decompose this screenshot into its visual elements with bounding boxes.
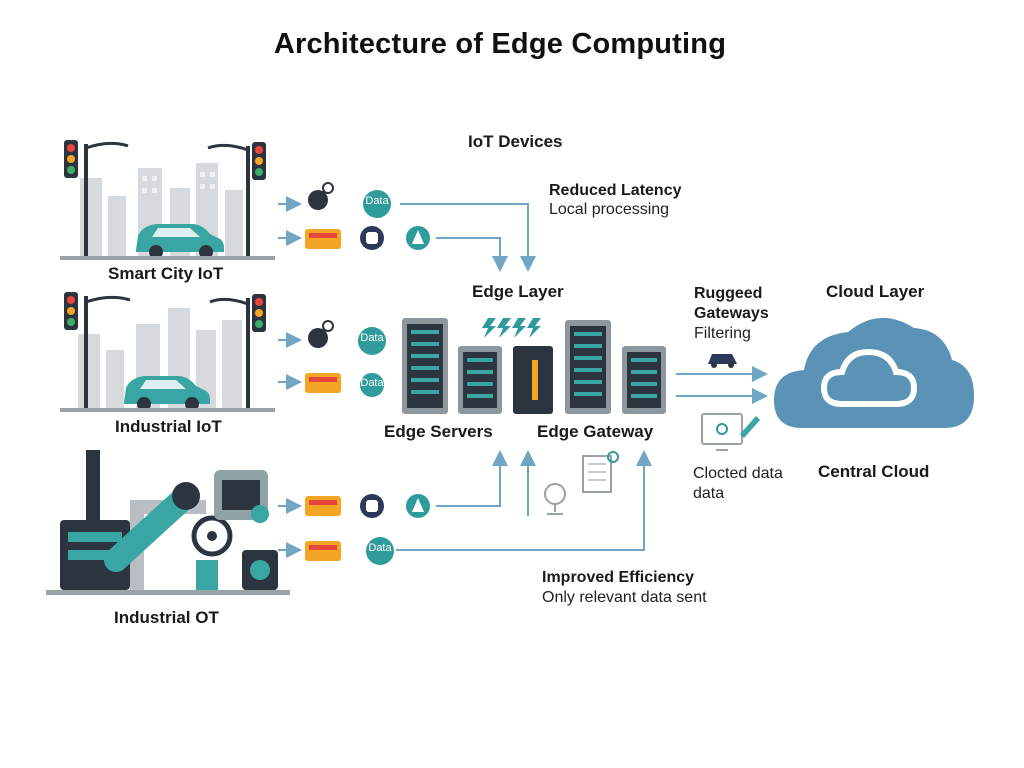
reduced-latency-desc: Local processing — [549, 201, 670, 218]
edge-gateway-label: Edge Gateway — [537, 422, 654, 441]
industrial-ot-scene — [46, 440, 290, 604]
iot-devices-label: IoT Devices — [468, 132, 563, 151]
industrial-iot-scene — [60, 290, 275, 412]
rugged-line1: Ruggeed — [694, 285, 763, 302]
cloud-icon — [774, 317, 974, 428]
car-icon — [136, 224, 224, 259]
reduced-latency-title: Reduced Latency — [549, 182, 682, 199]
data-badge: Data — [360, 332, 384, 344]
rugged-desc: Filtering — [694, 325, 751, 342]
lightning-icon — [482, 318, 541, 338]
collected-data-line2: data — [693, 485, 725, 502]
data-badge: Data — [368, 542, 392, 554]
diagram-title: Architecture of Edge Computing — [273, 28, 727, 60]
edge-servers-label: Edge Servers — [384, 422, 493, 441]
cloud-layer-label: Cloud Layer — [826, 282, 925, 301]
smart-city-scene — [60, 138, 275, 260]
document-icon — [582, 451, 619, 493]
monitor-icon — [701, 413, 760, 451]
data-badge: Data — [365, 195, 389, 207]
data-badge: Data — [360, 377, 384, 389]
industrial-ot-label: Industrial OT — [114, 608, 219, 627]
edge-layer-label: Edge Layer — [472, 282, 564, 301]
central-cloud-label: Central Cloud — [818, 462, 930, 481]
smart-city-label: Smart City IoT — [108, 264, 224, 283]
improved-efficiency-title: Improved Efficiency — [542, 569, 695, 586]
gauge-icon — [544, 483, 566, 515]
robot-icon — [308, 182, 334, 210]
industrial-iot-label: Industrial IoT — [115, 417, 222, 436]
improved-efficiency-desc: Only relevant data sent — [542, 589, 707, 606]
traffic-light-icon — [64, 140, 78, 178]
collected-data-line1: Clocted data — [693, 465, 783, 482]
rugged-line2: Gateways — [694, 305, 769, 322]
